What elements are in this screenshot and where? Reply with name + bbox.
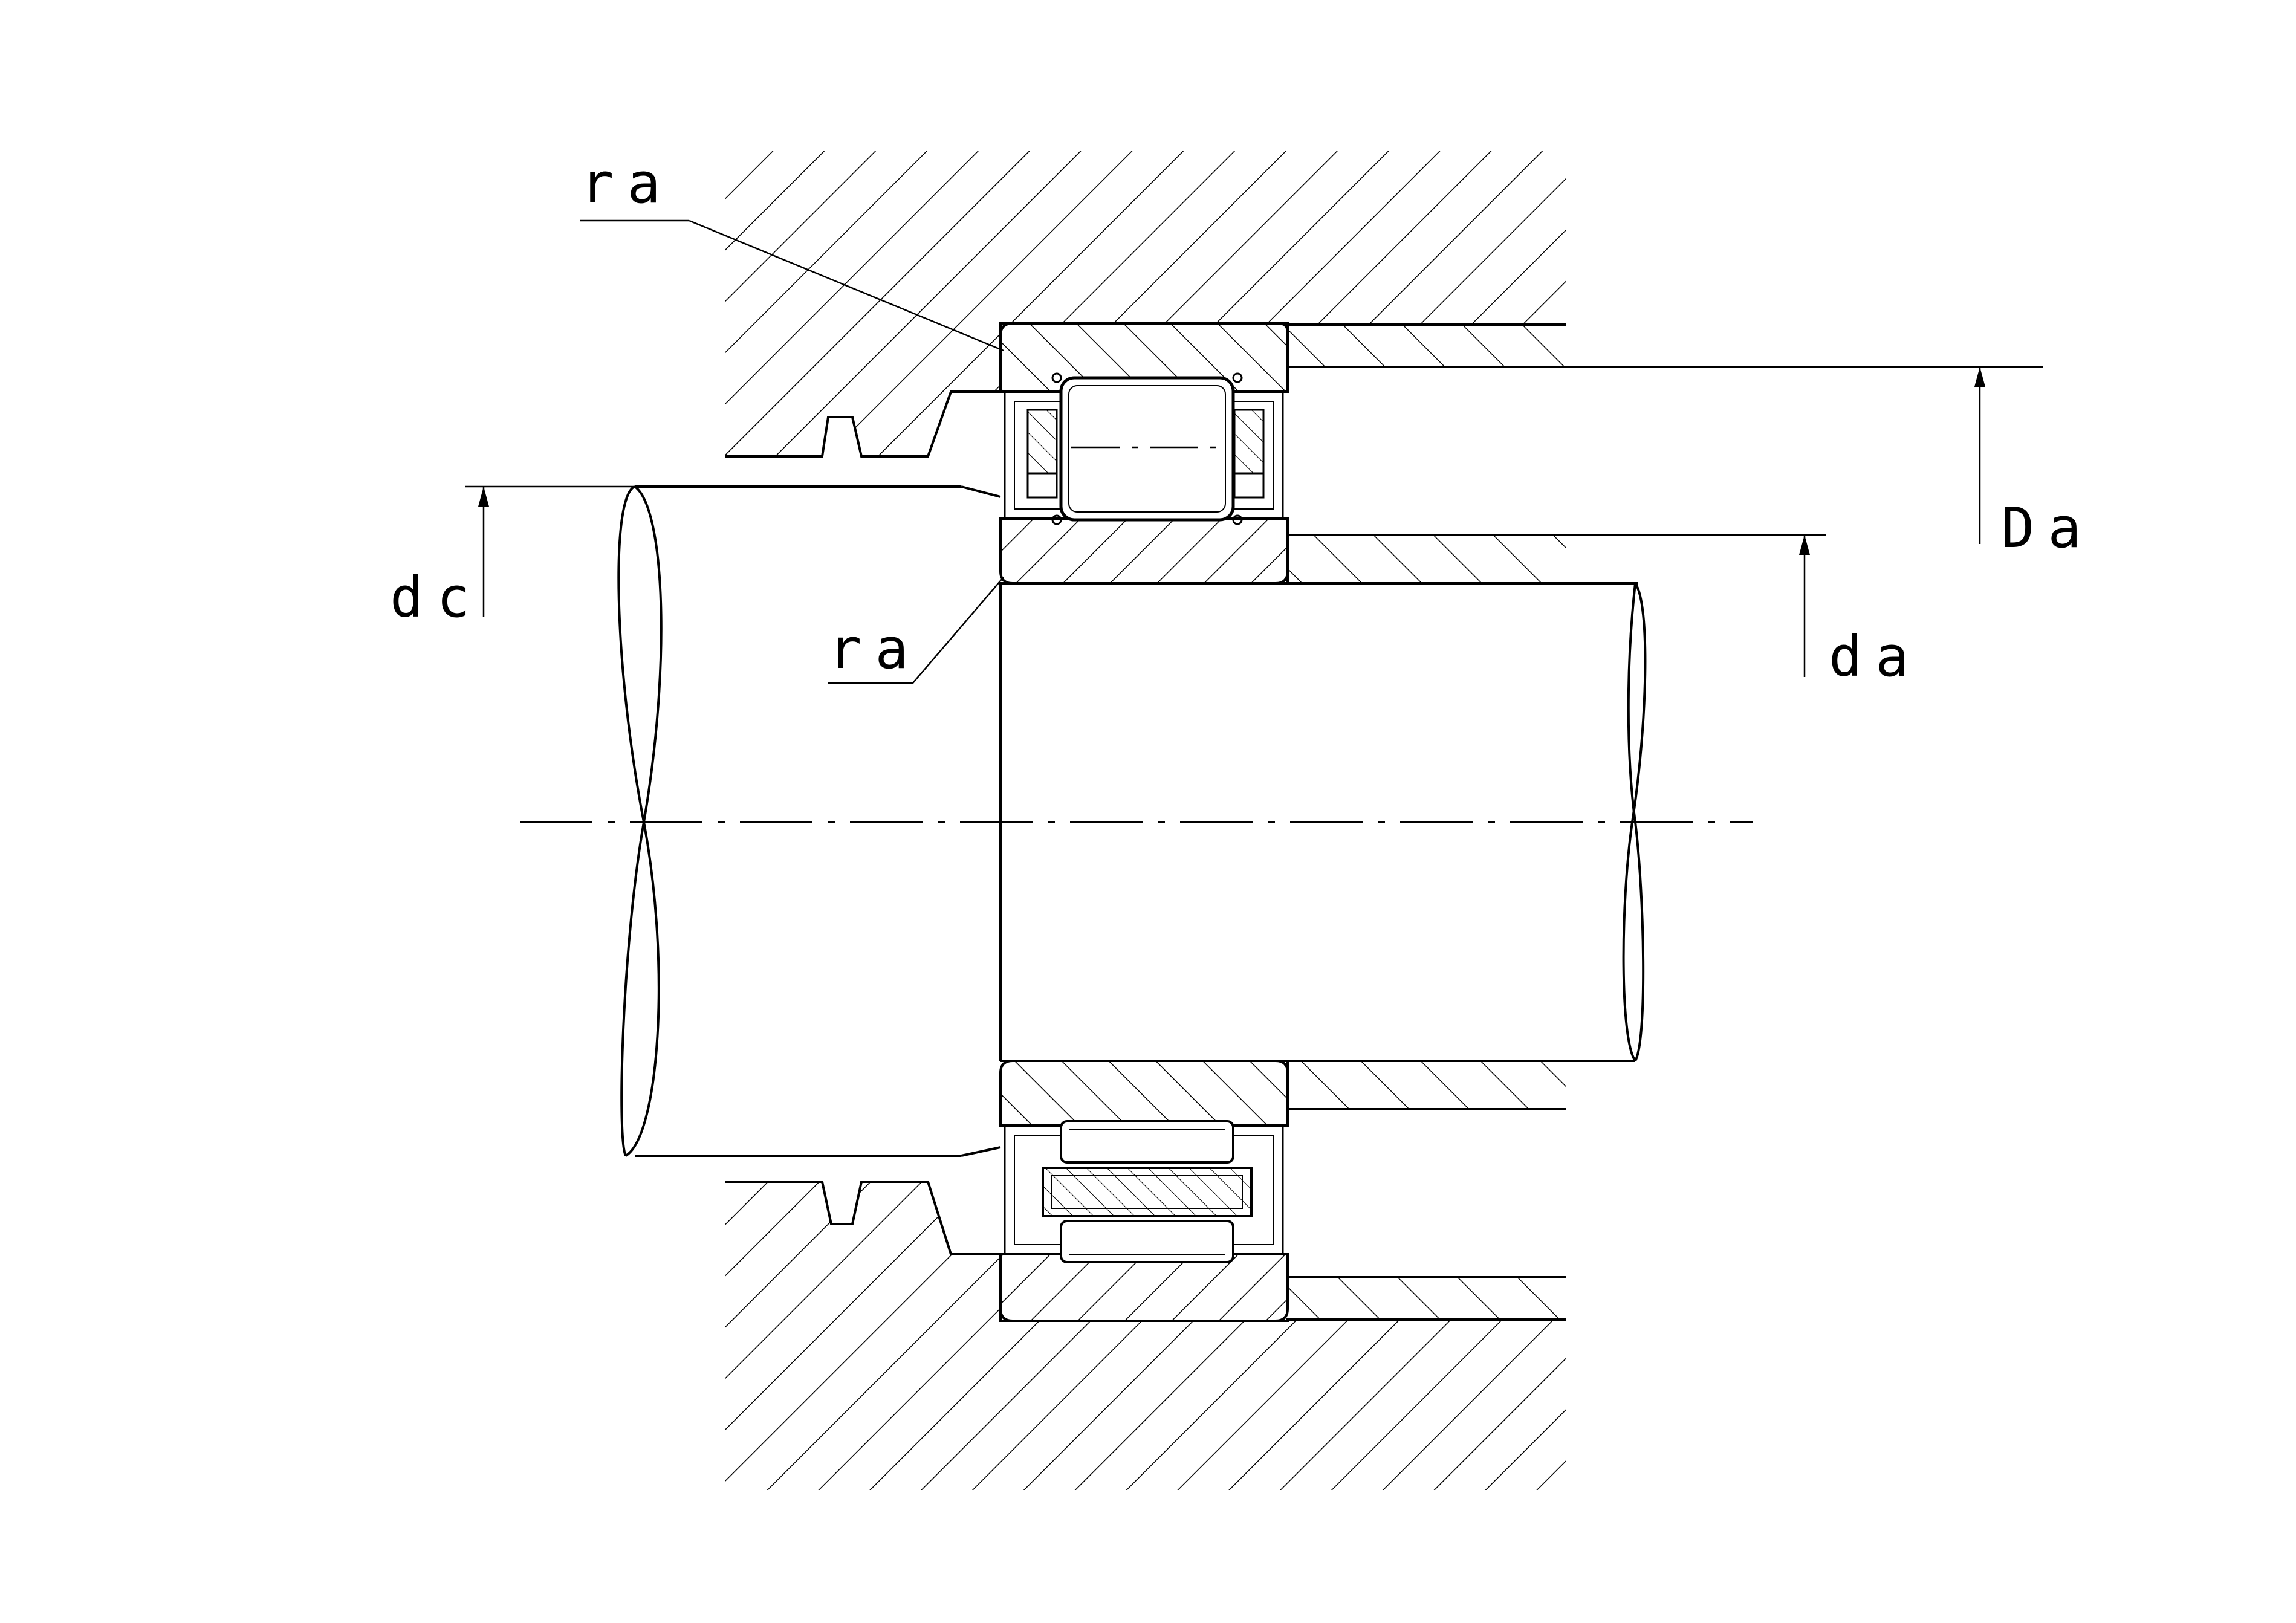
label-ra-top: ra [580,151,674,216]
leader-ra-top [580,219,1004,352]
spacer-sleeve-bottom [1286,1060,1566,1321]
leader-ra-bottom [828,577,1004,684]
label-Da: Da [2001,496,2095,560]
bearing-bottom [999,1060,1289,1322]
label-ra-bottom: ra [828,617,922,681]
dimension-dc [465,485,635,617]
dimension-Da [1566,366,2043,544]
bearing-top [999,322,1289,585]
spacer-sleeve-top [1286,323,1638,585]
label-da: da [1829,624,1922,689]
shaft [617,485,1647,1157]
dimension-da [1566,534,1826,677]
label-dc: dc [390,565,484,630]
